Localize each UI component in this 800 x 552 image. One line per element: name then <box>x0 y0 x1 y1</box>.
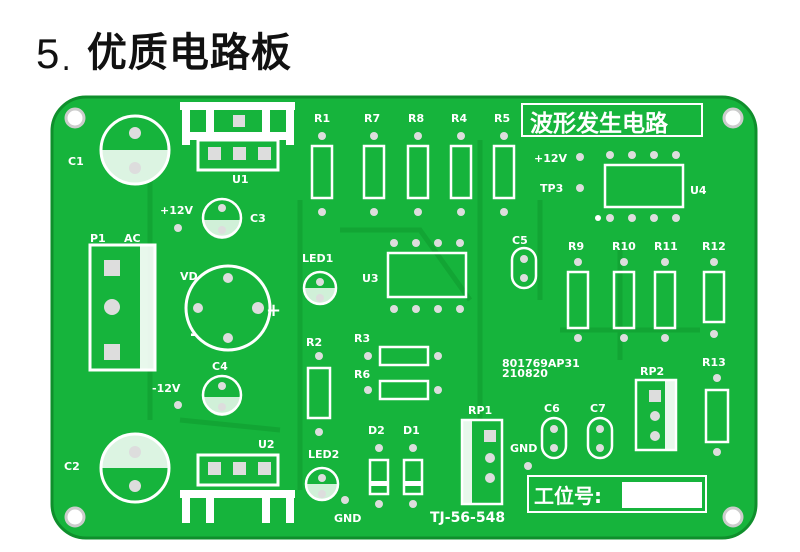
copper-traces <box>147 140 700 490</box>
label-r3: R3 <box>354 332 370 345</box>
label-c4: C4 <box>212 360 228 373</box>
svg-text:+: + <box>266 300 281 321</box>
bridge-rectifier-vd: + - <box>184 264 281 352</box>
label-rp1: RP1 <box>468 404 492 417</box>
station-blank <box>622 482 702 508</box>
board-title: 波形发生电路 <box>530 110 669 137</box>
connector-p1 <box>88 243 157 372</box>
resistors-r3-r6 <box>364 345 442 401</box>
label-led1: LED1 <box>302 252 333 265</box>
label-r4: R4 <box>451 112 467 125</box>
board-edge <box>50 95 758 540</box>
station-box <box>527 475 707 513</box>
label-c2: C2 <box>64 460 80 473</box>
heading-number: 5 <box>36 30 60 77</box>
label-rp2: RP2 <box>640 365 664 378</box>
label-ac: AC <box>124 232 141 245</box>
label-r7: R7 <box>364 112 380 125</box>
ic-u4 <box>595 151 685 222</box>
label-c7: C7 <box>590 402 606 415</box>
potentiometer-rp1 <box>460 418 504 506</box>
label-u4: U4 <box>690 184 707 197</box>
label-c1: C1 <box>68 155 84 168</box>
label-r12: R12 <box>702 240 726 253</box>
label-plus12v-a: +12V <box>160 204 194 217</box>
board-model: TJ-56-548 <box>430 510 505 526</box>
board-code-1: 801769AP31 <box>502 357 580 370</box>
heading-title: 优质电路板 <box>86 30 292 76</box>
potentiometer-rp2 <box>634 378 678 452</box>
label-c3: C3 <box>250 212 266 225</box>
label-r1: R1 <box>314 112 330 125</box>
label-r8: R8 <box>408 112 424 125</box>
label-led2: LED2 <box>308 448 339 461</box>
capacitor-c6 <box>540 416 568 460</box>
label-r13: R13 <box>702 356 726 369</box>
label-u1: U1 <box>232 173 249 186</box>
capacitor-c5 <box>510 246 538 290</box>
label-r11: R11 <box>654 240 678 253</box>
label-d2: D2 <box>368 424 385 437</box>
ic-u3 <box>386 239 468 313</box>
label-d1: D1 <box>403 424 420 437</box>
capacitor-c7 <box>586 416 614 460</box>
capacitor-c1 <box>99 114 171 186</box>
capacitor-c4 <box>201 374 243 416</box>
label-c6: C6 <box>544 402 560 415</box>
diodes <box>368 444 424 508</box>
capacitor-c2 <box>99 432 171 504</box>
heading-dot: . <box>61 43 71 78</box>
board-title-box <box>521 103 703 137</box>
station-label: 工位号: <box>534 484 602 508</box>
resistor-row-right <box>566 258 726 342</box>
capacitor-c3 <box>201 197 243 239</box>
label-p1: P1 <box>90 232 106 245</box>
label-minus12v: -12V <box>152 382 181 395</box>
label-plus12v-b: +12V <box>534 152 568 165</box>
page-heading: 5 . 优质电路板 <box>36 22 292 78</box>
label-gnd-a: GND <box>510 442 537 455</box>
board-code-2: 210820 <box>502 367 548 380</box>
label-r6: R6 <box>354 368 370 381</box>
label-c5: C5 <box>512 234 528 247</box>
label-u2: U2 <box>258 438 275 451</box>
label-vd: VD <box>180 270 198 283</box>
pcb-board <box>52 97 756 538</box>
resistor-r13 <box>704 388 730 444</box>
label-r10: R10 <box>612 240 636 253</box>
resistor-r2 <box>306 366 332 420</box>
label-r5: R5 <box>494 112 510 125</box>
label-gnd-b: GND <box>334 512 361 525</box>
led2 <box>304 466 340 502</box>
svg-text:-: - <box>190 324 197 345</box>
regulator-u1 <box>180 102 295 172</box>
label-r2: R2 <box>306 336 322 349</box>
label-r9: R9 <box>568 240 584 253</box>
resistor-row-top <box>310 132 516 216</box>
label-u3: U3 <box>362 272 379 285</box>
regulator-u2 <box>180 453 295 523</box>
mounting-holes <box>64 107 744 528</box>
label-tp3: TP3 <box>540 182 563 195</box>
led1 <box>302 270 338 306</box>
